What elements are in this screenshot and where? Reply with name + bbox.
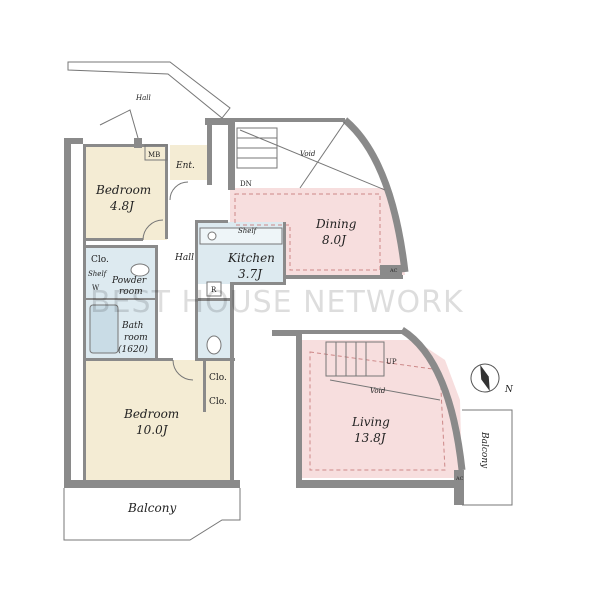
wall [234,282,286,285]
living-curved-wall [400,327,466,471]
north-compass [470,363,500,393]
toilet-bowl [206,335,222,355]
label-bedroom-small-size: 4.8J [109,199,135,213]
label-bedroom-large-size: 10.0J [136,423,169,437]
label-powder: Powder [111,276,147,286]
label-ent: Ent. [175,161,195,171]
side-balcony [462,409,513,506]
wall [83,358,173,361]
door-swing [142,219,164,241]
wall [195,220,198,360]
wall [155,245,158,360]
dining-curved-wall [342,117,409,273]
wall [296,330,302,488]
wall [83,144,86,484]
label-void-top: Void [300,150,316,158]
compass-label: N [504,385,514,395]
label-bedroom-large: Bedroom [123,407,179,421]
label-closet-top: Clo. [91,255,109,265]
label-w-mark: W [92,284,100,292]
label-void-living: Void [370,387,386,395]
refrigerator [206,281,222,297]
wall [272,330,302,336]
wall [134,138,142,148]
wall [198,220,228,223]
wall [285,275,403,279]
wall [64,138,71,488]
bathtub [89,304,119,354]
dining-dashed-outline [234,193,381,271]
void-top-diagonal [299,121,346,189]
powder-basin [130,263,150,277]
label-balcony-bottom: Balcony [127,501,176,515]
bedroom-small-floor [85,145,167,240]
label-ac-2: AC [455,476,464,482]
wall [380,265,402,275]
label-r-mark: R [211,286,217,294]
wall [207,125,212,185]
label-bath-size: (1620) [118,344,148,355]
wall [83,245,158,248]
hall-roof-outline [67,61,231,119]
wall [283,222,286,284]
living-floor [300,340,462,478]
label-ac-1: AC [389,268,398,274]
label-closet-2: Clo. [209,397,227,407]
entry-floor [170,145,208,180]
wall [83,298,158,300]
wall [454,470,464,505]
void-top-diagonal [239,129,386,191]
wall [203,360,206,412]
kitchen-counter [199,227,283,245]
kitchen-sink [207,231,217,241]
wall [296,480,456,488]
closets-floor [205,362,230,410]
label-dn: DN [240,180,252,188]
label-dining: Dining [315,217,357,231]
label-bath: Bath [121,321,143,331]
door-swing [169,181,189,201]
wall [64,480,240,488]
label-shelf-small: Shelf [88,270,108,278]
label-living: Living [351,415,390,429]
label-hall-mid: Hall [174,253,194,263]
dining-floor [230,188,405,275]
label-living-size: 13.8J [354,431,387,445]
wall [83,144,168,147]
staircase-top [236,127,278,169]
wall [83,238,143,241]
wall [302,330,402,334]
label-mb: MB [148,151,160,159]
label-shelf-kitchen: Shelf [238,227,258,235]
label-bath-room: room [124,333,148,343]
wall [165,144,168,239]
entry-stub [99,109,139,139]
wall [71,138,83,144]
label-kitchen: Kitchen [227,251,275,265]
label-dining-size: 8.0J [322,233,347,247]
wall [235,118,345,122]
wall [195,358,235,361]
wall [228,125,235,190]
label-closet-1: Clo. [209,373,227,383]
balcony-bottom-outline [63,488,241,541]
living-dashed-outline [309,351,446,471]
label-hall-top: Hall [135,94,151,102]
label-up: UP [386,358,397,366]
mb-box [144,144,168,161]
wall [205,118,235,125]
label-kitchen-size: 3.7J [238,267,263,281]
label-powder-room: room [119,287,143,297]
door-swing [172,359,194,381]
watermark: BEST HOUSE NETWORK [90,285,464,320]
wall [198,298,234,301]
label-balcony-side: Balcony [479,431,489,469]
living-void-diagonal [329,379,441,401]
wall [230,282,234,482]
label-bedroom-small: Bedroom [95,183,151,197]
staircase-living [325,341,385,377]
